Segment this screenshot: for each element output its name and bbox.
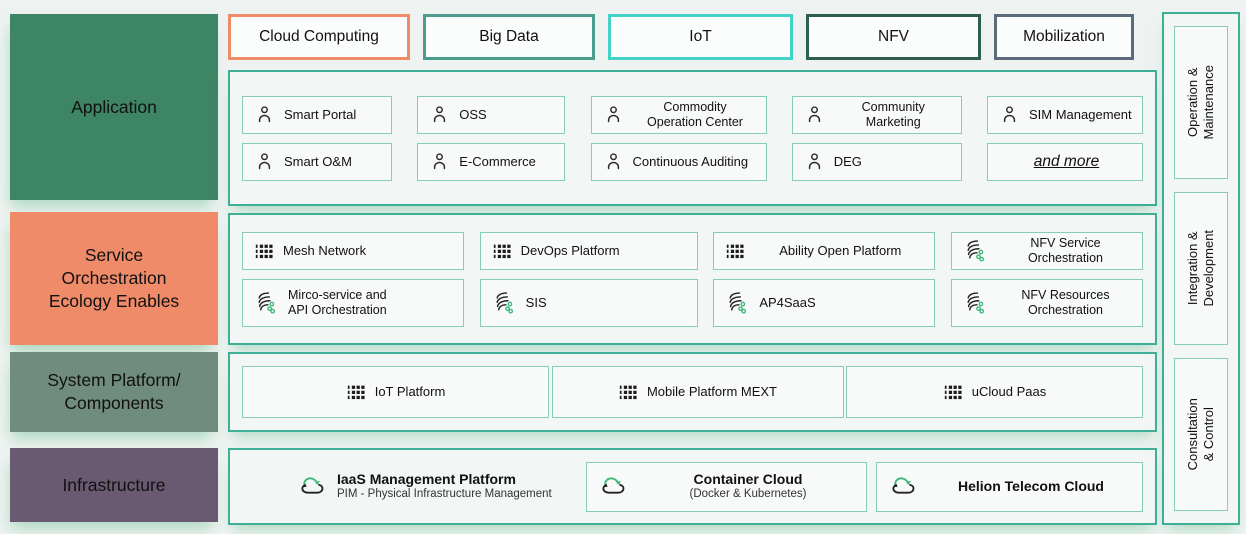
grid-icon [943,382,963,402]
tab-nfv: NFV [806,14,981,60]
node-helion-telecom-cloud: Helion Telecom Cloud [876,461,1143,512]
side-box-integration: Integration & Development [1174,192,1228,345]
node-mirco-service-and: Mirco-service and API Orchestration [242,278,464,327]
node-deg: DEG [791,142,962,181]
node-label: Continuous Auditing [632,153,749,169]
cloud-sync-icon [598,473,629,500]
tab-big-data: Big Data [423,14,595,60]
node-devops-platform: DevOps Platform [479,231,698,270]
grid-icon [254,241,274,261]
node-and-more: and more [987,142,1143,181]
node-community: Community Marketing [791,95,962,134]
node-label: NFV Service Orchestration [1027,235,1103,265]
side-box-label: Consultation & Control [1184,398,1216,471]
application-panel: Smart Portal OSS Commodity Operation Cente… [228,70,1157,206]
tab-iot: IoT [608,14,793,60]
side-box-consultation-control: Consultation & Control [1174,358,1228,511]
node-label: and more [1033,152,1100,170]
node-nfv-service: NFV Service Orchestration [950,231,1143,270]
node-title: Container Cloud [693,471,803,488]
top-tab-row: Cloud Computing Big Data IoT NFV Mobilizatio… [228,14,1157,60]
person-icon [804,151,825,172]
node-oss: OSS [417,95,566,134]
node-ucloud-paas: uCloud Paas [846,366,1143,418]
node-label: NFV Resources Orchestration [1021,287,1110,317]
application-grid: Smart Portal OSS Commodity Operation Cente… [230,72,1155,204]
node-smart-portal: Smart Portal [242,95,392,134]
node-label: Mesh Network [283,242,367,258]
tab-mobilization: Mobilization [994,14,1134,60]
node-mobile-platform-mext: Mobile Platform MEXT [551,366,844,418]
mesh-icon [963,290,988,315]
node-commodity: Commodity Operation Center [590,95,767,134]
mesh-icon [492,290,517,315]
node-smart-o-m: Smart O&M [242,142,392,181]
node-ap4saas: AP4SaaS [713,278,936,327]
node-label: Community Marketing [861,99,925,129]
node-subtitle: PIM - Physical Infrastructure Management [337,488,552,500]
node-label: Ability Open Platform [779,242,902,258]
rail-block-infrastructure: Infrastructure [10,448,218,522]
node-continuous-auditing: Continuous Auditing [590,142,767,181]
node-label: IoT Platform [374,384,446,400]
node-iot-platform: IoT Platform [242,366,549,418]
mesh-icon [725,290,750,315]
node-label: DevOps Platform [520,242,620,258]
cloud-sync-icon [888,473,919,500]
cloud-sync-icon [297,473,328,500]
node-label: Smart Portal [284,106,357,122]
node-title: Helion Telecom Cloud [958,478,1104,495]
rail-block-application: Application [10,14,218,200]
node-label: SIS [525,294,547,310]
tab-cloud-computing: Cloud Computing [228,14,410,60]
node-label: AP4SaaS [759,294,816,310]
node-label: uCloud Paas [971,384,1047,400]
side-box-label: Integration & Development [1184,230,1217,307]
node-label: OSS [459,106,487,122]
rail-block-system-platform: System Platform/ Components [10,352,218,432]
node-label: SIM Management [1029,106,1132,122]
node-nfv-resources: NFV Resources Orchestration [950,278,1143,327]
mesh-icon [963,238,988,263]
grid-icon [725,241,745,261]
node-sis: SIS [479,278,698,327]
grid-icon [618,382,638,402]
person-icon [254,151,275,172]
side-box-label: Operation & Maintenance [1184,65,1217,140]
node-subtitle: (Docker & Kubernetes) [689,488,807,500]
node-mesh-network: Mesh Network [242,231,464,270]
node-sim-management: SIM Management [987,95,1143,134]
node-label: Mobile Platform MEXT [646,384,778,400]
service-orchestration-panel: Mesh Network DevOps Platform Ability Open … [228,213,1157,345]
rail-block-service: Service Orchestration Ecology Enables [10,212,218,345]
service-grid: Mesh Network DevOps Platform Ability Open … [230,215,1155,343]
node-ability-open-platform: Ability Open Platform [713,231,936,270]
system-platform-panel: IoT Platform Mobile Platform MEXT uCloud P… [228,352,1157,432]
node-label: DEG [833,153,862,169]
person-icon [254,104,275,125]
person-icon [429,151,450,172]
system-grid: IoT Platform Mobile Platform MEXT uCloud P… [230,354,1155,430]
person-icon [603,151,624,172]
grid-icon [492,241,512,261]
node-label: Mirco-service and API Orchestration [288,287,387,317]
person-icon [429,104,450,125]
node-title: IaaS Management Platform [337,471,516,488]
person-icon [804,104,825,125]
node-container-cloud: Container Cloud(Docker & Kubernetes) [586,461,867,512]
person-icon [603,104,624,125]
node-label: Commodity Operation Center [647,99,743,129]
grid-icon [346,382,366,402]
node-e-commerce: E-Commerce [417,142,566,181]
node-label: E-Commerce [459,153,536,169]
mesh-icon [254,290,279,315]
person-icon [999,104,1020,125]
side-box-operation: Operation & Maintenance [1174,26,1228,179]
node-label: Smart O&M [284,153,352,169]
